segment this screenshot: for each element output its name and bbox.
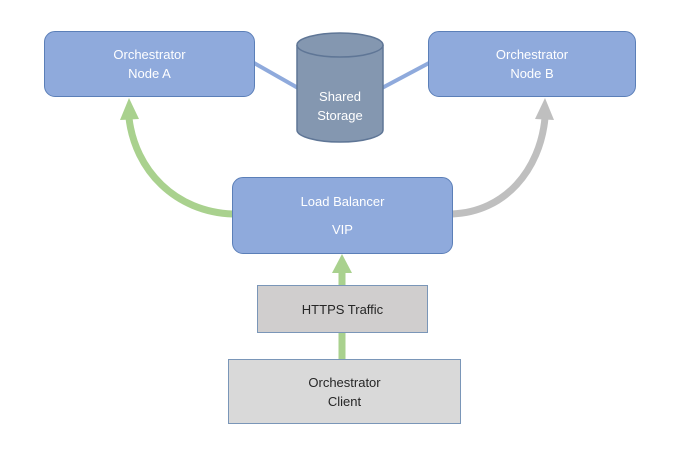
https-traffic-box[interactable]: HTTPS Traffic: [257, 285, 428, 333]
orchestrator-node-b[interactable]: Orchestrator Node B: [428, 31, 636, 97]
edge-storage-node-b: [381, 61, 430, 90]
shared-storage-cylinder[interactable]: [296, 32, 384, 143]
node-b-label-line1: Orchestrator: [495, 47, 569, 62]
https-traffic-label: HTTPS Traffic: [301, 301, 384, 317]
node-b-label-line2: Node B: [510, 66, 554, 81]
edge-node-a-storage: [253, 61, 299, 90]
edge-lb-node-a: [125, 117, 234, 218]
edge-lb-node-b: [451, 117, 549, 218]
client-label-line1: Orchestrator: [308, 374, 381, 390]
vip-label: VIP: [332, 221, 353, 237]
node-a-label-line1: Orchestrator: [113, 47, 186, 62]
orchestrator-node-a[interactable]: Orchestrator Node A: [44, 31, 255, 97]
load-balancer-label: Load Balancer: [300, 193, 385, 209]
load-balancer[interactable]: Load Balancer VIP: [232, 177, 453, 254]
arrowhead-lb: [332, 254, 352, 273]
client-label-line2: Client: [327, 393, 362, 409]
storage-label-line1: Shared: [319, 89, 361, 104]
arrowhead-node-b: [535, 98, 554, 120]
node-a-label-line2: Node A: [128, 66, 171, 81]
orchestrator-client[interactable]: Orchestrator Client: [228, 359, 461, 424]
arrowhead-node-a: [120, 98, 139, 120]
storage-label-line2: Storage: [317, 108, 363, 123]
shared-storage-label: Shared Storage: [297, 84, 383, 128]
